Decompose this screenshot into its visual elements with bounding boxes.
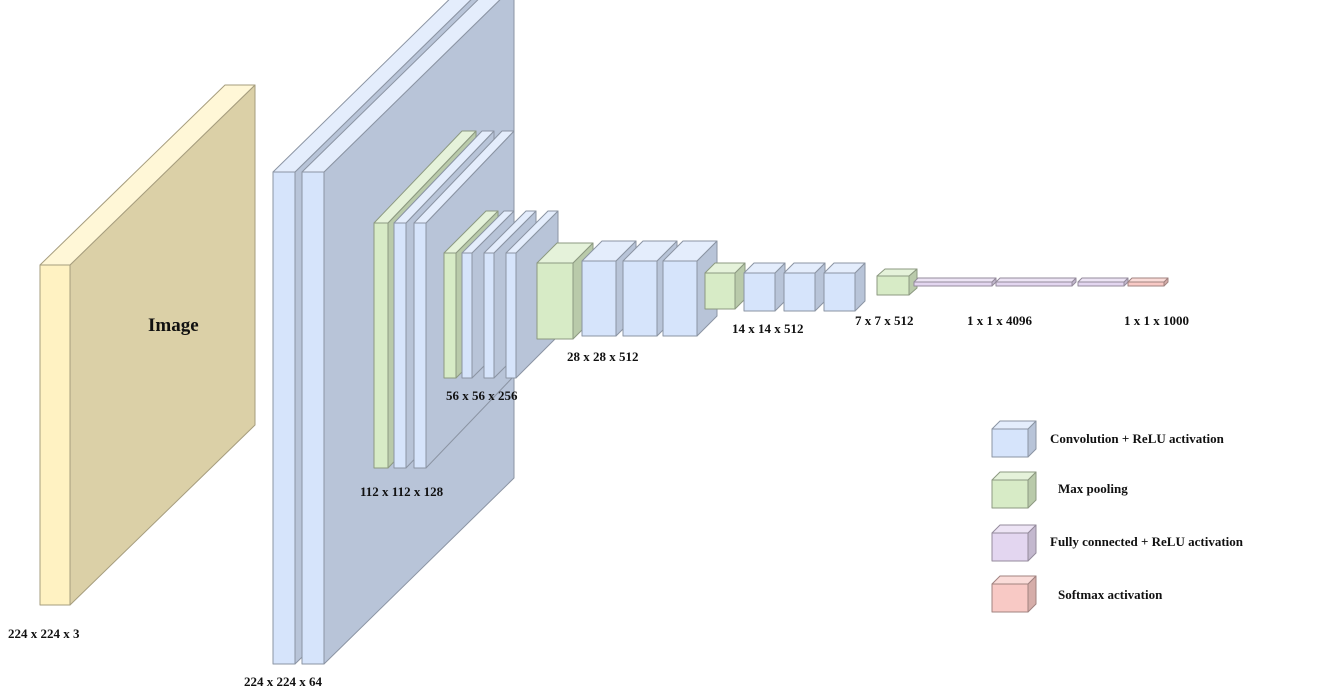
dim-label-softmax: 1 x 1 x 1000 [1124, 313, 1189, 328]
pool5-block [876, 268, 918, 296]
legend-label-pool: Max pooling [1058, 481, 1128, 496]
image-label: Image [148, 315, 199, 336]
legend-swatch-softmax [991, 575, 1037, 613]
legend: Convolution + ReLU activation Max poolin… [991, 420, 1244, 613]
dim-label-conv4: 28 x 28 x 512 [567, 349, 639, 364]
dim-label-conv1: 224 x 224 x 64 [244, 674, 323, 689]
dim-label-conv2: 112 x 112 x 128 [360, 484, 444, 499]
legend-label-softmax: Softmax activation [1058, 587, 1163, 602]
legend-label-conv: Convolution + ReLU activation [1050, 431, 1225, 446]
legend-item-softmax: Softmax activation [991, 575, 1163, 613]
softmax-block [1127, 277, 1169, 287]
dim-label-conv3: 56 x 56 x 256 [446, 388, 518, 403]
dim-label-pool5: 7 x 7 x 512 [855, 313, 914, 328]
legend-item-fc: Fully connected + ReLU activation [991, 524, 1244, 562]
legend-cube-conv [991, 420, 1037, 458]
pool4-block [704, 262, 746, 310]
legend-item-conv: Convolution + ReLU activation [991, 420, 1225, 458]
fc2-block [995, 277, 1077, 287]
fc1-block [913, 277, 997, 287]
legend-label-fc: Fully connected + ReLU activation [1050, 534, 1244, 549]
legend-swatch-fc [991, 524, 1037, 562]
input-image-block [39, 84, 256, 606]
legend-cube-pool [991, 471, 1037, 509]
legend-swatch-pool [991, 471, 1037, 509]
legend-swatch-conv [991, 420, 1037, 458]
legend-item-pool: Max pooling [991, 471, 1128, 509]
layer-blocks [39, 0, 1169, 665]
dim-label-input: 224 x 224 x 3 [8, 626, 80, 641]
fc3-block [1077, 277, 1129, 287]
legend-cube-softmax [991, 575, 1037, 613]
conv5-block-1 [743, 262, 786, 312]
conv4-block-3 [662, 240, 718, 337]
conv5-block-3 [823, 262, 866, 312]
conv5-block-2 [783, 262, 826, 312]
dim-label-fc: 1 x 1 x 4096 [967, 313, 1033, 328]
dim-label-conv5: 14 x 14 x 512 [732, 321, 804, 336]
legend-cube-fc [991, 524, 1037, 562]
